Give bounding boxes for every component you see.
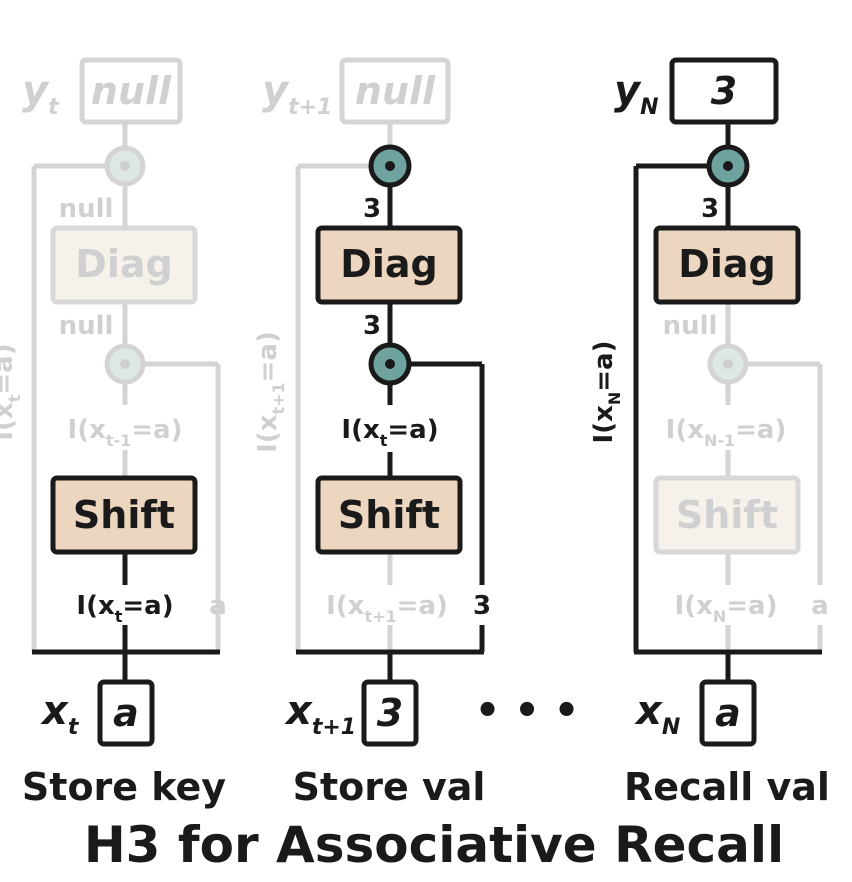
input-box: [361, 679, 419, 747]
node-center-dot: [723, 161, 733, 171]
column-caption: Recall val: [624, 765, 830, 809]
input-value: a: [113, 691, 139, 735]
shift-block: [653, 475, 801, 555]
output-box: [339, 57, 451, 125]
edge-label-side-value: a: [811, 591, 829, 621]
edge-label-side-value: a: [209, 591, 227, 621]
node-center-dot: [723, 359, 733, 369]
edge-label-side-value: 3: [473, 591, 491, 621]
edge-label-mid: null: [59, 311, 114, 341]
input-value: 3: [377, 691, 403, 735]
output-value: 3: [711, 69, 737, 113]
input-box: [97, 679, 155, 747]
side-label: I(xN=a): [589, 341, 624, 444]
shift-label: Shift: [73, 493, 175, 537]
output-value: null: [91, 69, 172, 113]
edge-label-mid: null: [663, 311, 718, 341]
output-label-y: yN: [614, 68, 659, 120]
side-label: I(xt=a): [0, 343, 24, 440]
column-caption: Store val: [293, 765, 486, 809]
edge-label-top: 3: [701, 194, 719, 224]
node-center-dot: [385, 161, 395, 171]
edge-label-shift-out: I(xt=a): [76, 591, 173, 626]
edge-label-mid: 3: [363, 311, 381, 341]
input-value: a: [715, 691, 741, 735]
input-label-x: xN: [634, 688, 680, 740]
output-box: [79, 57, 183, 125]
edge-label-top: null: [59, 194, 114, 224]
edge-label-between: I(xt-1=a): [68, 415, 183, 450]
edge-label-shift-out: I(xN=a): [675, 591, 778, 626]
diag-block: [315, 225, 463, 305]
column-recall-val: yN 3 3 Diag null I(xN-1=a) Shift I(xN=a)…: [589, 57, 830, 809]
column-store-key: yt null null Diag null I(xt-1=a) Shift I…: [0, 57, 227, 809]
column-store-val: yt+1 null 3 Diag 3 I(xt=a) Shift I(xt+1=…: [253, 57, 491, 809]
output-label-y: yt+1: [262, 68, 332, 120]
side-label: I(xt+1=a): [253, 331, 288, 453]
input-label-x: xt+1: [284, 688, 356, 740]
diag-label: Diag: [340, 242, 437, 286]
svg-text:I(xt=a): I(xt=a): [0, 343, 24, 440]
edge-label-between: I(xN-1=a): [666, 415, 787, 450]
shift-label: Shift: [338, 493, 440, 537]
edge-label-between: I(xt=a): [341, 415, 438, 450]
column-caption: Store key: [22, 765, 226, 809]
input-box: [699, 679, 757, 747]
shift-block: [50, 475, 198, 555]
edge-label-top: 3: [363, 194, 381, 224]
output-box: [669, 57, 779, 125]
node-center-dot: [120, 359, 130, 369]
diag-label: Diag: [678, 242, 775, 286]
output-label-y: yt: [22, 68, 60, 120]
diag-block: [653, 225, 801, 305]
diagram-title: H3 for Associative Recall: [84, 816, 784, 874]
edge-label-shift-out: I(xt+1=a): [326, 591, 448, 626]
shift-block: [315, 475, 463, 555]
svg-text:I(xt+1=a): I(xt+1=a): [253, 331, 288, 453]
svg-text:I(xN=a): I(xN=a): [589, 341, 624, 444]
node-center-dot: [385, 359, 395, 369]
diag-label: Diag: [75, 242, 172, 286]
diag-block: [50, 225, 198, 305]
shift-label: Shift: [676, 493, 778, 537]
output-value: null: [355, 69, 436, 113]
ellipsis: • • •: [475, 688, 580, 734]
input-label-x: xt: [40, 688, 80, 740]
node-center-dot: [120, 161, 130, 171]
